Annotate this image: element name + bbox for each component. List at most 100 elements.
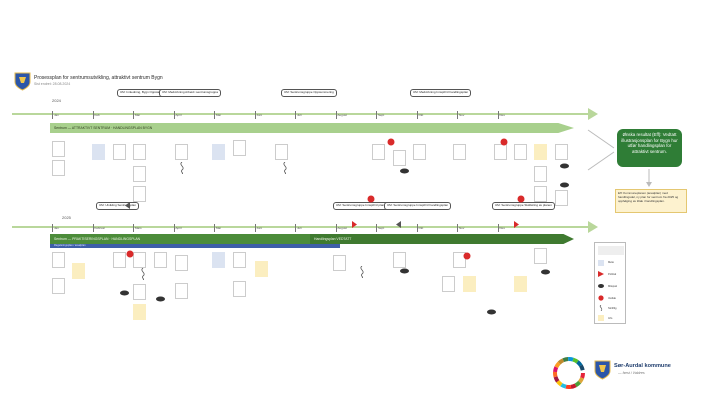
- activity-card: [113, 144, 126, 160]
- month-tick: [376, 111, 377, 119]
- activity-card: [133, 186, 146, 202]
- month-label: Okt: [418, 226, 424, 230]
- month-tick: [335, 111, 337, 119]
- flag-marker-icon: [396, 221, 401, 228]
- legend-handshake-icon: [598, 284, 604, 288]
- activity-card: [133, 144, 146, 160]
- handshake-icon: [541, 269, 550, 275]
- activity-card: [133, 284, 146, 300]
- signature-icon: [141, 268, 145, 280]
- legend-meeting-icon: [598, 260, 604, 266]
- activity-card: [393, 252, 406, 268]
- activity-card: [113, 252, 126, 268]
- flag-marker-icon: [514, 221, 519, 228]
- month-tick: [416, 111, 418, 119]
- legend-header: [598, 246, 624, 255]
- activity-card: [393, 150, 406, 166]
- activity-card: [514, 144, 527, 160]
- month-label: Mai: [216, 226, 221, 230]
- month-tick: [133, 111, 134, 119]
- activity-card: [333, 255, 346, 271]
- activity-card: [494, 144, 507, 160]
- activity-card: [463, 276, 476, 292]
- timeline2-arrow-icon: [588, 221, 598, 233]
- month-tick: [335, 224, 337, 232]
- activity-card: [275, 144, 288, 160]
- month-label: Mai: [216, 113, 221, 117]
- milestone-burst-icon: [387, 138, 395, 146]
- month-tick: [254, 224, 256, 232]
- month-label: April: [175, 113, 182, 117]
- sdg-wheel-icon: [553, 357, 585, 389]
- legend-item: Milepæl: [608, 285, 618, 288]
- timeline2-callout: UM: Utvikling Sentrumsplan: [96, 202, 140, 210]
- activity-card: [52, 252, 65, 268]
- timeline2-callout: UM: Sentrumsgruppe Sluttføring av planen: [492, 202, 555, 210]
- month-tick: [457, 224, 458, 232]
- activity-card: [212, 144, 225, 160]
- month-tick: [254, 111, 256, 119]
- activity-card: [442, 276, 455, 292]
- activity-card: [233, 140, 246, 156]
- activity-card: [233, 252, 246, 268]
- month-label: Okt: [418, 113, 424, 117]
- month-tick: [52, 111, 53, 119]
- legend-item: Skriftlig: [608, 307, 617, 310]
- handshake-icon: [560, 182, 569, 188]
- month-label: Mars: [135, 226, 142, 230]
- month-label: Jan: [54, 113, 59, 117]
- activity-card: [555, 190, 568, 206]
- activity-card: [534, 186, 547, 202]
- kommune-name: Sør-Aurdal kommune: [614, 363, 671, 369]
- activity-card: [413, 144, 426, 160]
- month-tick: [497, 111, 499, 119]
- timeline1-callout: UM: Medvirkning Innspill til handlingspl…: [410, 89, 472, 97]
- activity-card: [72, 263, 85, 279]
- milestone-burst-icon: [126, 250, 134, 258]
- month-label: Februar: [94, 226, 106, 230]
- effect-box: Eff: Kommuneplanen (arealplan) med handl…: [615, 189, 687, 213]
- desired-result-box: Ønska resultat (Eff): Vedtatt illustrasj…: [617, 129, 682, 167]
- month-label: Mar: [135, 113, 141, 117]
- handshake-icon: [560, 163, 569, 169]
- activity-card: [453, 144, 466, 160]
- result-arrows-icon: [587, 129, 615, 171]
- activity-card: [212, 252, 225, 268]
- month-tick: [173, 111, 175, 119]
- timeline1-year: 2024: [52, 98, 61, 103]
- kommune-coat-of-arms-icon: [14, 72, 31, 91]
- activity-card: [534, 248, 547, 264]
- signature-icon: [360, 266, 364, 278]
- timeline1-band: Sentrum — ATTRAKTIVT SENTRUM · HANDLINGS…: [50, 123, 574, 133]
- handshake-icon: [487, 309, 496, 315]
- timeline1-arrow-icon: [588, 108, 598, 120]
- kommune-tagline: — først i Valdres: [618, 371, 645, 375]
- handshake-icon: [400, 268, 409, 274]
- activity-card: [453, 252, 466, 268]
- activity-card: [175, 144, 188, 160]
- timeline2-callout: UM: Sentrumsgruppe Innspill til handling…: [384, 202, 452, 210]
- legend-item: Vedtak: [608, 297, 616, 300]
- page-subtitle: Sist endret: 28.08.2024: [34, 82, 71, 86]
- month-label: Sept: [378, 226, 385, 230]
- activity-card: [555, 144, 568, 160]
- flag-marker-icon: [125, 202, 130, 209]
- month-label: August: [337, 226, 347, 230]
- timeline2-blue-band: Reguleringsplan / arealplan: [50, 244, 340, 248]
- month-tick: [416, 224, 418, 232]
- timeline1-callout: UM: Medvirkning Arbeid i sentrumsgruppa: [159, 89, 221, 97]
- activity-card: [52, 160, 65, 176]
- month-label: Juni: [256, 113, 263, 117]
- legend-item: Politisk: [608, 273, 617, 276]
- month-tick: [214, 224, 215, 232]
- month-label: Juli: [297, 226, 302, 230]
- legend-burst-icon: [598, 295, 604, 301]
- month-label: Juni: [256, 226, 263, 230]
- legend-signature-icon: [599, 305, 603, 311]
- legend: Møte Politisk Milepæl Vedtak Skriftlig I…: [594, 242, 626, 324]
- month-tick: [376, 224, 377, 232]
- month-tick: [92, 111, 94, 119]
- month-label: Des: [499, 113, 505, 117]
- month-tick: [295, 111, 296, 119]
- legend-item: Info: [608, 317, 613, 320]
